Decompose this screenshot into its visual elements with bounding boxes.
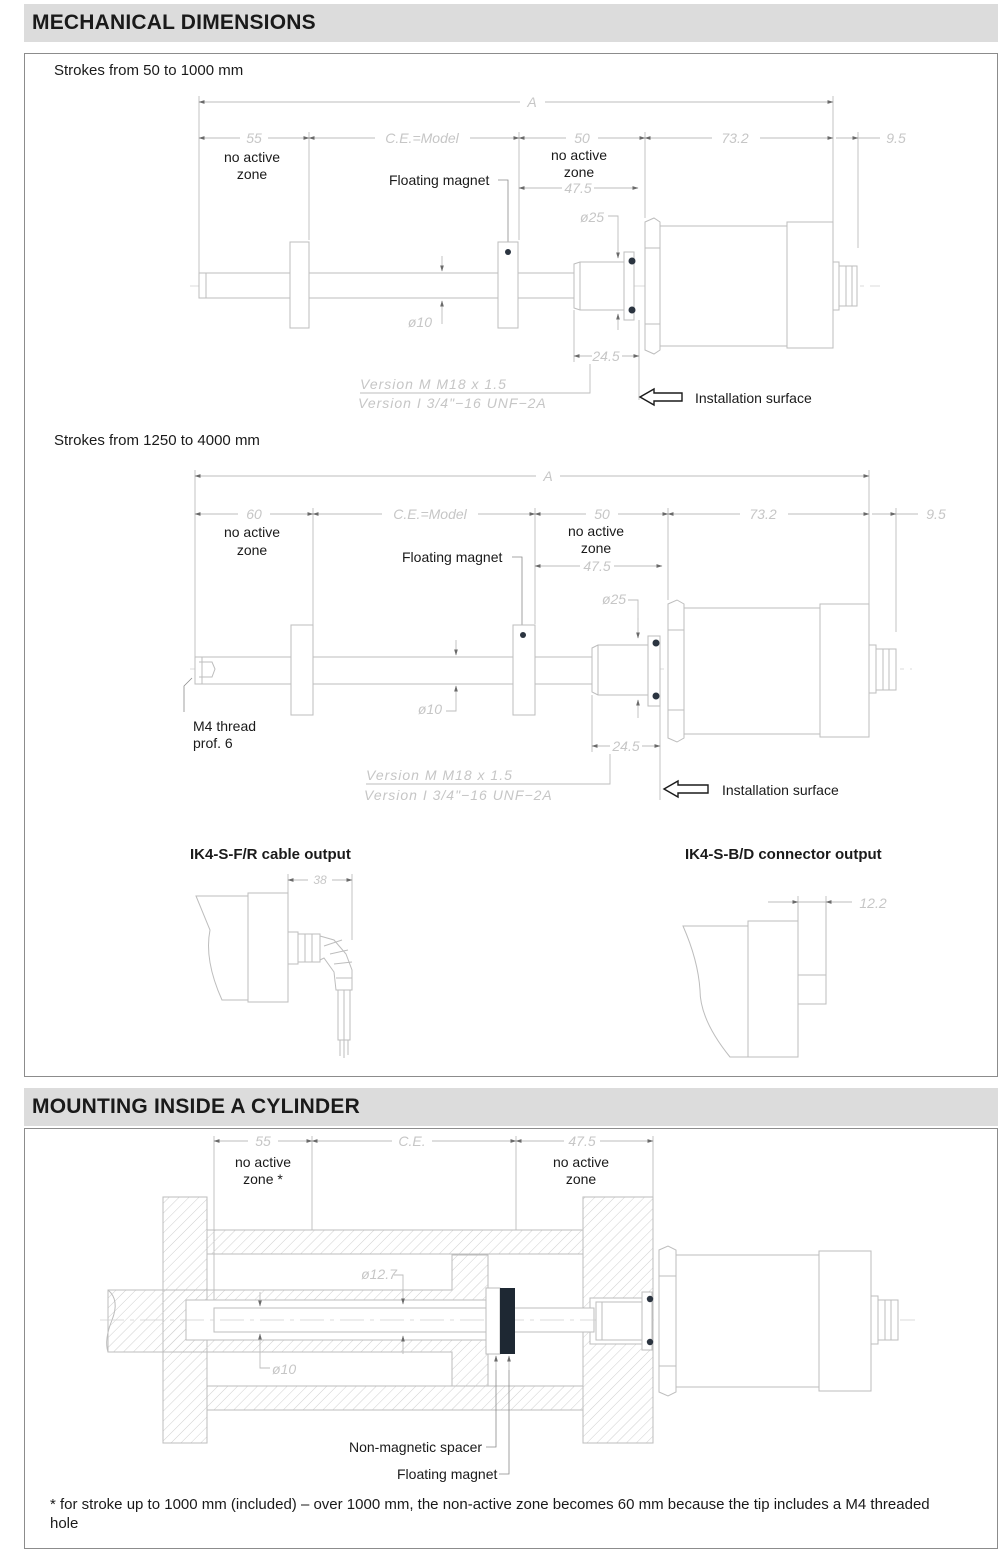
cable-output-dim: 38 bbox=[313, 873, 327, 887]
diagram1-dim-d25: ø25 bbox=[580, 209, 604, 225]
diagram2-dim-73-2: 73.2 bbox=[749, 506, 776, 522]
diagram2-dim-9-5: 9.5 bbox=[926, 506, 946, 522]
section-header-mechanical: MECHANICAL DIMENSIONS bbox=[24, 4, 998, 42]
diagram1-dim-d10: ø10 bbox=[408, 314, 432, 330]
diagram2-version-m: Version M M18 x 1.5 bbox=[366, 767, 513, 783]
cable-output-title: IK4-S-F/R cable output bbox=[190, 846, 351, 863]
cylinder-footnote-line1: * for stroke up to 1000 mm (included) – … bbox=[50, 1496, 930, 1513]
diagram1-magnet-label: Floating magnet bbox=[389, 172, 490, 188]
diagram2-version-i: Version I 3/4"−16 UNF−2A bbox=[364, 787, 553, 803]
cylinder-dim-47-5: 47.5 bbox=[568, 1133, 595, 1149]
mechanical-panel bbox=[24, 53, 998, 1077]
installation-arrow-icon bbox=[662, 779, 709, 799]
cylinder-nz-right-line2: zone bbox=[566, 1171, 597, 1187]
diagram1-nz-right-line1: no active bbox=[551, 147, 607, 163]
diagram2-m4-line1: M4 thread bbox=[193, 718, 256, 734]
connector-output-detail: IK4-S-B/D connector output 12.2 bbox=[682, 846, 887, 1058]
diagram1-dim-a: A bbox=[526, 94, 536, 110]
diagram2-magnet-label: Floating magnet bbox=[402, 549, 503, 565]
diagram1-dim-9-5: 9.5 bbox=[886, 130, 906, 146]
diagram2-dim-47-5: 47.5 bbox=[583, 558, 610, 574]
cylinder-mounting-diagram: 55 C.E. 47.5 no active zone * no active … bbox=[50, 1133, 930, 1532]
diagram1-version-m: Version M M18 x 1.5 bbox=[360, 376, 507, 392]
diagram2-dim-d10: ø10 bbox=[418, 701, 442, 717]
cylinder-nz-right-line1: no active bbox=[553, 1154, 609, 1170]
diagram2-heading: Strokes from 1250 to 4000 mm bbox=[54, 432, 260, 449]
cylinder-nz-left-line2: zone * bbox=[243, 1171, 283, 1187]
cylinder-dim-d12-7: ø12.7 bbox=[361, 1266, 398, 1282]
diagram1-heading: Strokes from 50 to 1000 mm bbox=[54, 62, 243, 79]
diagram2-dim-a: A bbox=[542, 468, 552, 484]
section-header-mounting: MOUNTING INSIDE A CYLINDER bbox=[24, 1088, 998, 1126]
diagram2-dim-d25: ø25 bbox=[602, 591, 626, 607]
diagram1-dim-73-2: 73.2 bbox=[721, 130, 748, 146]
diagram2-dim-50: 50 bbox=[594, 506, 610, 522]
diagram2-m4-line2: prof. 6 bbox=[193, 735, 233, 751]
diagram1-dim-ce: C.E.=Model bbox=[385, 130, 459, 146]
diagram1-dim-24-5: 24.5 bbox=[591, 348, 619, 364]
diagram1-version-i: Version I 3/4"−16 UNF−2A bbox=[358, 395, 547, 411]
diagram2-nz-left-line1: no active bbox=[224, 524, 280, 540]
section-title-mechanical: MECHANICAL DIMENSIONS bbox=[32, 11, 316, 34]
diagram2-dim-ce: C.E.=Model bbox=[393, 506, 467, 522]
cylinder-dim-55: 55 bbox=[255, 1133, 271, 1149]
diagram2-dim-60: 60 bbox=[246, 506, 262, 522]
cylinder-footnote-line2: hole bbox=[50, 1515, 78, 1532]
cylinder-magnet-label: Floating magnet bbox=[397, 1466, 498, 1482]
diagram-strokes-50-1000: Strokes from 50 to 1000 mm A 55 C.E.=Mod… bbox=[54, 62, 906, 411]
diagram1-dim-50: 50 bbox=[574, 130, 590, 146]
diagram2-dim-24-5: 24.5 bbox=[611, 738, 639, 754]
cable-output-detail: IK4-S-F/R cable output 38 bbox=[190, 846, 353, 1058]
cylinder-spacer-label: Non-magnetic spacer bbox=[349, 1439, 482, 1455]
connector-output-dim: 12.2 bbox=[859, 895, 886, 911]
diagram1-install-label: Installation surface bbox=[695, 390, 812, 406]
diagram2-nz-right-line2: zone bbox=[581, 540, 612, 556]
diagram2-nz-left-line2: zone bbox=[237, 542, 268, 558]
diagram-strokes-1250-4000: Strokes from 1250 to 4000 mm A 60 C.E.=M… bbox=[54, 432, 946, 803]
section-title-mounting: MOUNTING INSIDE A CYLINDER bbox=[32, 1095, 360, 1118]
diagram1-nz-left-line2: zone bbox=[237, 166, 268, 182]
diagram1-nz-left-line1: no active bbox=[224, 149, 280, 165]
diagram2-nz-right-line1: no active bbox=[568, 523, 624, 539]
installation-arrow-icon bbox=[638, 387, 683, 407]
cylinder-nz-left-line1: no active bbox=[235, 1154, 291, 1170]
diagram1-nz-right-line2: zone bbox=[564, 164, 595, 180]
cylinder-dim-d10: ø10 bbox=[272, 1361, 296, 1377]
cylinder-dim-ce: C.E. bbox=[398, 1133, 425, 1149]
diagram2-install-label: Installation surface bbox=[722, 782, 839, 798]
diagram1-dim-47-5: 47.5 bbox=[564, 180, 591, 196]
connector-output-title: IK4-S-B/D connector output bbox=[685, 846, 882, 863]
diagram1-dim-55: 55 bbox=[246, 130, 262, 146]
